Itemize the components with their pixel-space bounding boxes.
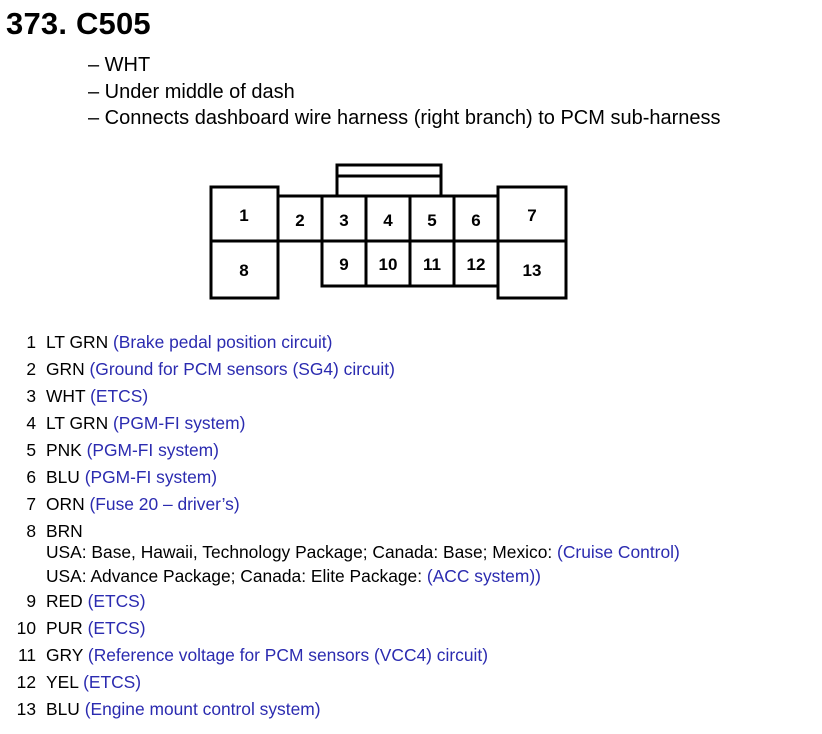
pin-number: 5 <box>26 440 36 460</box>
circuit-link[interactable]: (Cruise Control) <box>557 542 680 562</box>
pin-label: 3 <box>339 211 348 230</box>
pin-label: 11 <box>423 255 441 274</box>
pin-row: 2 GRN (Ground for PCM sensors (SG4) circ… <box>0 356 822 383</box>
circuit-link[interactable]: (ETCS) <box>90 386 149 406</box>
circuit-link[interactable]: (ETCS) <box>83 672 142 692</box>
wire-color: LT GRN <box>46 413 109 433</box>
pin-row: 10 PUR (ETCS) <box>0 615 822 642</box>
connector-description: – WHT – Under middle of dash – Connects … <box>88 52 721 132</box>
note-text: USA: Base, Hawaii, Technology Package; C… <box>46 542 558 562</box>
pin-number: 9 <box>26 591 36 611</box>
wire-color: BRN <box>46 521 83 541</box>
wire-color: GRN <box>46 359 85 379</box>
page-title: 373. C505 <box>6 6 151 41</box>
pin-number: 4 <box>26 413 36 433</box>
description-line: – WHT <box>88 54 151 76</box>
pin-row: 11 GRY (Reference voltage for PCM sensor… <box>0 642 822 669</box>
pin-label: 4 <box>383 211 393 230</box>
pin-list: 1 LT GRN (Brake pedal position circuit) … <box>0 329 822 723</box>
pin-label: 2 <box>295 211 304 230</box>
pin-row: 4 LT GRN (PGM-FI system) <box>0 410 822 437</box>
wire-color: BLU <box>46 699 80 719</box>
wire-color: RED <box>46 591 83 611</box>
pin-row: 12 YEL (ETCS) <box>0 669 822 696</box>
pin-row: 6 BLU (PGM-FI system) <box>0 464 822 491</box>
pin-number: 1 <box>26 332 36 352</box>
pin-label: 8 <box>239 261 248 280</box>
pin-row: 13 BLU (Engine mount control system) <box>0 696 822 723</box>
pin-label: 7 <box>527 206 536 225</box>
pin-number: 8 <box>26 521 36 541</box>
pin-number: 2 <box>26 359 36 379</box>
pin8-note: USA: Advance Package; Canada: Elite Pack… <box>0 564 822 588</box>
pin-label: 12 <box>467 255 486 274</box>
pin-number: 10 <box>16 618 36 638</box>
circuit-link[interactable]: (Ground for PCM sensors (SG4) circuit) <box>89 359 395 379</box>
circuit-link[interactable]: (Reference voltage for PCM sensors (VCC4… <box>87 645 489 665</box>
pin-label: 5 <box>427 211 436 230</box>
pin-number: 7 <box>26 494 36 514</box>
circuit-link[interactable]: (PGM-FI system) <box>86 440 219 460</box>
pin-label: 1 <box>239 206 248 225</box>
pin-number: 13 <box>16 699 36 719</box>
wire-color: WHT <box>46 386 86 406</box>
pin-row: 8 BRN <box>0 518 822 541</box>
pin-row: 3 WHT (ETCS) <box>0 383 822 410</box>
wire-color: LT GRN <box>46 332 109 352</box>
pin-row: 9 RED (ETCS) <box>0 588 822 615</box>
pin-number: 12 <box>16 672 36 692</box>
description-line: – Under middle of dash <box>88 80 295 103</box>
connector-lock-tab <box>335 163 443 198</box>
pin-label: 13 <box>523 261 542 280</box>
pin-row: 1 LT GRN (Brake pedal position circuit) <box>0 329 822 356</box>
pin-label: 10 <box>379 255 398 274</box>
wire-color: YEL <box>46 672 79 692</box>
wire-color: BLU <box>46 467 80 487</box>
pin-row: 7 ORN (Fuse 20 – driver’s) <box>0 491 822 518</box>
circuit-link[interactable]: (Engine mount control system) <box>84 699 321 719</box>
pin-number: 3 <box>26 386 36 406</box>
pin8-note: USA: Base, Hawaii, Technology Package; C… <box>0 540 822 564</box>
circuit-link[interactable]: (PGM-FI system) <box>113 413 246 433</box>
pin-number: 6 <box>26 467 36 487</box>
pin-number: 11 <box>17 645 36 665</box>
circuit-link[interactable]: (ACC system)) <box>426 566 541 586</box>
wire-color: GRY <box>46 645 84 665</box>
wire-color: ORN <box>46 494 85 514</box>
circuit-link[interactable]: (Fuse 20 – driver’s) <box>89 494 240 514</box>
pin-label: 6 <box>471 211 480 230</box>
pin-row: 5 PNK (PGM-FI system) <box>0 437 822 464</box>
wire-color: PUR <box>46 618 83 638</box>
circuit-link[interactable]: (ETCS) <box>87 618 146 638</box>
circuit-link[interactable]: (ETCS) <box>87 591 146 611</box>
wire-color: PNK <box>46 440 82 460</box>
connector-diagram: 1 2 3 4 5 6 7 8 9 10 11 12 13 <box>209 163 568 300</box>
pin-label: 9 <box>339 255 348 274</box>
note-text: USA: Advance Package; Canada: Elite Pack… <box>46 566 427 586</box>
circuit-link[interactable]: (PGM-FI system) <box>84 467 218 487</box>
description-line: – Connects dashboard wire harness (right… <box>88 107 721 129</box>
circuit-link[interactable]: (Brake pedal position circuit) <box>113 332 333 352</box>
